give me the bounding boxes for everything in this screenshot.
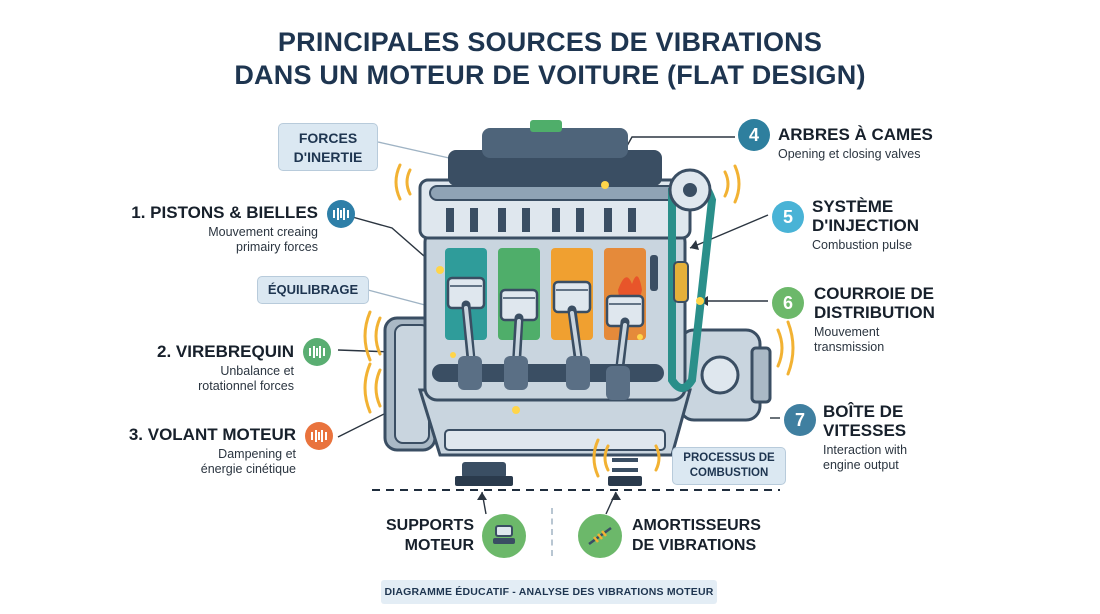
label-boite-vitesses: BOÎTE DE VITESSES Interaction with engin… <box>823 402 1023 473</box>
tag-equilibrage: ÉQUILIBRAGE <box>257 276 369 304</box>
label-sub: Mouvement creaing primairy forces <box>208 225 318 254</box>
damper-icon <box>578 514 622 558</box>
tag-forces-inertie: FORCES D'INERTIE <box>278 123 378 171</box>
label-title: SYSTÈME D'INJECTION <box>812 197 919 235</box>
label-systeme-injection: SYSTÈME D'INJECTION Combustion pulse <box>812 197 1012 253</box>
label-title: 2. VIREBREQUIN <box>157 342 294 361</box>
label-volant-moteur: 3. VOLANT MOTEUR Dampening et énergie ci… <box>100 425 296 477</box>
label-title: 3. VOLANT MOTEUR <box>128 425 296 444</box>
leader-forces <box>377 141 459 161</box>
label-courroie-distribution: COURROIE DE DISTRIBUTION Mouvement trans… <box>814 284 1014 355</box>
vibration-icon <box>305 422 333 450</box>
bottom-divider <box>551 508 553 556</box>
badge-5: 5 <box>772 201 804 233</box>
leader-volant <box>337 409 393 438</box>
label-sub: Unbalance et rotationnel forces <box>198 364 294 393</box>
label-sub: Opening et closing valves <box>778 147 921 161</box>
label-sub: Combustion pulse <box>812 238 913 252</box>
tag-processus-combustion: PROCESSUS DE COMBUSTION <box>672 447 786 485</box>
leader-injection <box>689 214 769 249</box>
label-title: 1. PISTONS & BIELLES <box>131 203 318 222</box>
page-title: PRINCIPALES SOURCES DE VIBRATIONS DANS U… <box>0 26 1100 92</box>
badge-7: 7 <box>784 404 816 436</box>
badge-6: 6 <box>772 287 804 319</box>
label-vilebrequin: 2. VIREBREQUIN Unbalance et rotationnel … <box>110 342 294 394</box>
footer-caption: DIAGRAMME ÉDUCATIF - ANALYSE DES VIBRATI… <box>381 580 717 604</box>
title-line-2: DANS UN MOTEUR DE VOITURE (FLAT DESIGN) <box>234 60 866 90</box>
label-title: COURROIE DE DISTRIBUTION <box>814 284 935 322</box>
title-line-1: PRINCIPALES SOURCES DE VIBRATIONS <box>277 27 823 57</box>
label-arbres-cames: ARBRES À CAMES Opening et closing valves <box>778 125 998 162</box>
label-pistons-bielles: 1. PISTONS & BIELLES Mouvement creaing p… <box>110 203 318 255</box>
leader-equilibrage <box>367 289 426 306</box>
badge-4: 4 <box>738 119 770 151</box>
vibration-icon <box>303 338 331 366</box>
label-supports-moteur: SUPPORTS MOTEUR <box>385 517 474 554</box>
label-amortisseurs: AMORTISSEURS DE VIBRATIONS <box>632 517 761 554</box>
label-title: ARBRES À CAMES <box>778 125 933 144</box>
leader-vilebrequin <box>337 349 393 353</box>
label-title: BOÎTE DE VITESSES <box>823 402 907 440</box>
label-sub: Mouvement transmission <box>814 325 885 354</box>
motor-mount-icon <box>482 514 526 558</box>
label-sub: Interaction with engine output <box>823 443 908 472</box>
vibration-icon <box>327 200 355 228</box>
label-sub: Dampening et énergie cinétique <box>200 447 296 476</box>
